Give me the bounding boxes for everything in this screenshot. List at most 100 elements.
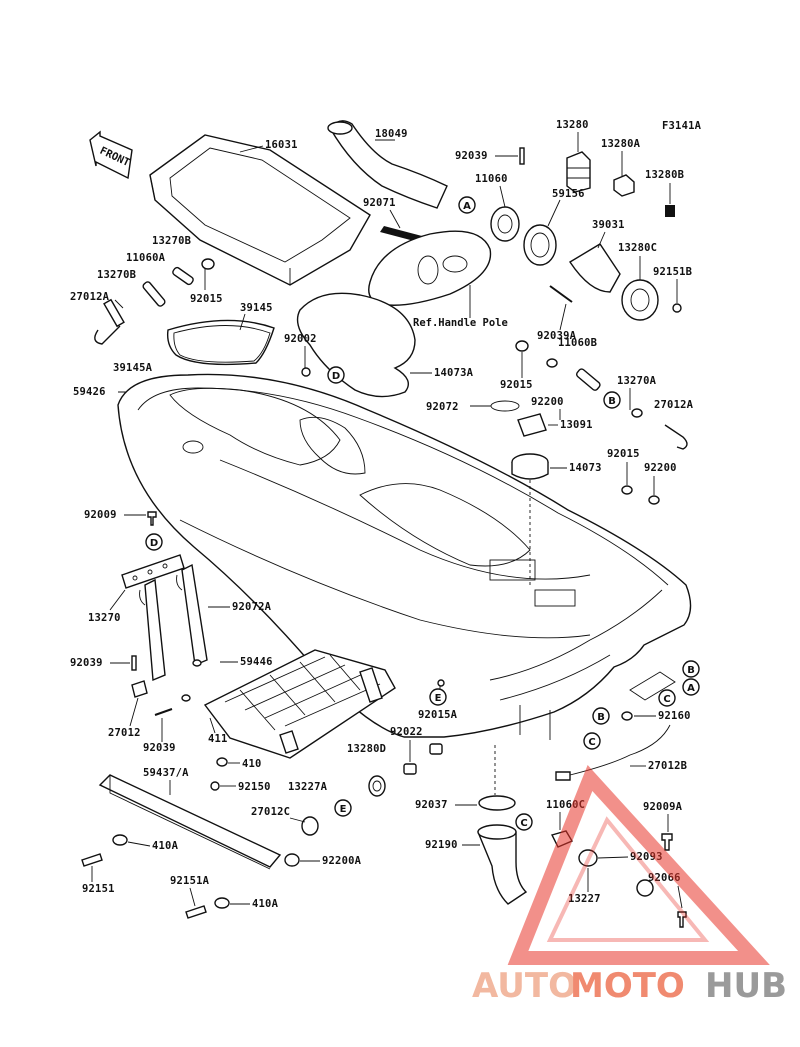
svg-text:C: C <box>588 737 595 748</box>
label-92009A: 92009A <box>643 801 683 813</box>
label-92009: 92009 <box>84 509 117 521</box>
label-13280D: 13280D <box>347 743 386 755</box>
label-92039-low: 92039 <box>143 742 176 754</box>
bolt-92009A <box>661 833 673 851</box>
washer-410 <box>216 757 228 767</box>
label-92151A: 92151A <box>170 875 210 887</box>
svg-text:A: A <box>687 683 695 694</box>
callout-b-3: B <box>592 707 610 725</box>
callout-b-2: B <box>682 660 700 678</box>
callout-c-3: C <box>515 813 533 831</box>
latch-13270B-top <box>172 266 194 286</box>
svg-text:C: C <box>663 694 670 705</box>
watermark-auto: AUTO <box>472 966 577 1006</box>
label-92190: 92190 <box>425 839 458 851</box>
washer-410A-2 <box>214 897 230 909</box>
nut-92015-right <box>621 485 633 495</box>
band-92072 <box>490 400 520 412</box>
nut-small-1 <box>192 659 202 667</box>
label-92200A: 92200A <box>322 855 362 867</box>
automotohub-watermark: AUTO MOTO HUB <box>472 765 787 1006</box>
label-59156: 59156 <box>552 188 585 200</box>
label-92151B: 92151B <box>653 266 692 278</box>
pin-92039-left <box>131 655 137 671</box>
label-27012A-right: 27012A <box>654 399 694 411</box>
label-92150: 92150 <box>238 781 271 793</box>
label-92022: 92022 <box>390 726 423 738</box>
svg-text:E: E <box>435 693 442 704</box>
seat-14073A <box>296 292 416 398</box>
label-410A-2: 410A <box>252 898 279 910</box>
label-92072A: 92072A <box>232 601 272 613</box>
hull-59426 <box>117 373 692 740</box>
cable-27012B <box>569 724 671 776</box>
label-27012: 27012 <box>108 727 141 739</box>
svg-text:D: D <box>150 538 158 549</box>
label-92200-mid: 92200 <box>531 396 564 408</box>
rail-59437A <box>98 774 282 870</box>
cap-14073 <box>511 453 549 480</box>
label-59426: 59426 <box>73 386 106 398</box>
washer-92200A <box>284 853 300 867</box>
latch-13270B <box>142 281 166 307</box>
pulley-13227 <box>578 849 654 897</box>
label-92200-right: 92200 <box>644 462 677 474</box>
nut-small-2 <box>181 694 191 702</box>
watermark-moto: MOTO <box>570 966 685 1006</box>
label-59446: 59446 <box>240 656 273 668</box>
label-92037: 92037 <box>415 799 448 811</box>
hook-27012A-left <box>94 298 125 345</box>
nut-92015-mid <box>515 340 529 352</box>
label-13270B-top: 13270B <box>152 235 191 247</box>
label-11060A: 11060A <box>126 252 166 264</box>
callout-c-1: C <box>658 689 676 707</box>
hose-18049 <box>327 120 448 209</box>
watermark-hub: HUB <box>705 966 787 1006</box>
label-13227A: 13227A <box>288 781 328 793</box>
washer-410A-1 <box>112 834 128 846</box>
svg-text:B: B <box>687 665 695 676</box>
callout-a-2: A <box>682 678 700 696</box>
cover-39031 <box>569 243 621 293</box>
bolt-92009 <box>147 511 157 526</box>
label-92015-left: 92015 <box>190 293 223 305</box>
strap-92072A <box>139 563 208 682</box>
screw-92066 <box>677 911 687 928</box>
nut-92015-left <box>201 258 215 270</box>
label-92160: 92160 <box>658 710 691 722</box>
label-92039-left: 92039 <box>70 657 103 669</box>
gasket-11060 <box>490 206 520 242</box>
latch-13270A <box>575 368 601 391</box>
callout-d-1: D <box>327 366 345 384</box>
seal-39145 <box>166 319 275 366</box>
ring-59156 <box>523 224 557 266</box>
callout-e-2: E <box>334 799 352 817</box>
label-27012B: 27012B <box>648 760 687 772</box>
callout-c-2: C <box>583 732 601 750</box>
bolt-92151B <box>672 303 682 313</box>
label-13091: 13091 <box>560 419 593 431</box>
svg-text:C: C <box>520 818 527 829</box>
washer-92160 <box>621 711 633 721</box>
bushing-27012C <box>301 816 319 836</box>
damper-13280B <box>665 205 675 217</box>
washer-11060B <box>546 358 558 368</box>
callout-a-1: A <box>458 196 476 214</box>
label-13280A: 13280A <box>601 138 641 150</box>
label-18049: 18049 <box>375 128 408 140</box>
bolt-92150 <box>210 781 220 791</box>
cap-92022 <box>403 763 417 775</box>
washer-13270A <box>631 408 643 418</box>
pulley-13227A <box>368 775 386 797</box>
label-13270A: 13270A <box>617 375 657 387</box>
label-92071: 92071 <box>363 197 396 209</box>
hose-92190 <box>477 824 528 905</box>
bracket-13091 <box>517 413 547 437</box>
bolt-92151 <box>81 853 103 867</box>
callout-d-2: D <box>145 533 163 551</box>
label-27012A-left: 27012A <box>70 291 110 303</box>
label-411: 411 <box>208 733 228 745</box>
label-92039-top: 92039 <box>455 150 488 162</box>
bolt-92151A <box>185 905 207 919</box>
label-410A-1: 410A <box>152 840 179 852</box>
